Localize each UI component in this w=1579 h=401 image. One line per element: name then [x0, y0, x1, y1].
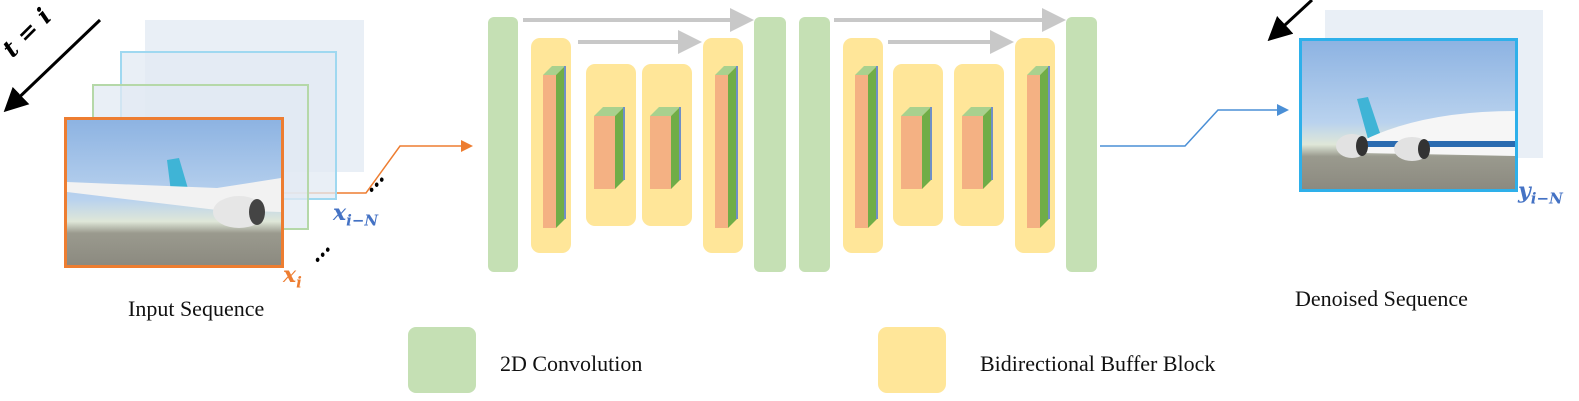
output-time-arrow — [1267, 0, 1314, 42]
legend-bbb-swatch — [878, 327, 946, 393]
buffer-block-7 — [954, 64, 1004, 226]
feature-cuboid — [715, 66, 738, 228]
feature-cuboid — [1027, 66, 1050, 228]
buffer-block-4 — [703, 38, 743, 253]
output-frame-current — [1299, 38, 1518, 192]
subscript: i — [296, 273, 302, 292]
subscript: i−N — [1530, 189, 1563, 208]
buffer-block-1 — [531, 38, 571, 253]
conv-block-2 — [754, 17, 786, 272]
buffer-block-8 — [1015, 38, 1055, 253]
y-symbol: y — [1518, 178, 1531, 204]
feature-cuboid — [650, 107, 681, 189]
x-symbol: x — [283, 262, 297, 288]
output-arrow — [1100, 104, 1289, 147]
output-caption: Denoised Sequence — [1295, 286, 1468, 311]
label-x-i: xi — [283, 262, 302, 291]
buffer-block-3 — [642, 64, 692, 226]
feature-cuboid — [543, 66, 566, 228]
label-y-i-minus-n: yi−N — [1518, 178, 1563, 207]
conv-block-1 — [488, 17, 518, 272]
conv-block-3 — [799, 17, 830, 272]
airplane-image — [1336, 97, 1515, 161]
feature-cuboid — [594, 107, 625, 189]
input-caption: Input Sequence — [128, 296, 265, 321]
input-frame-current — [64, 117, 284, 268]
subscript: i−N — [346, 211, 379, 230]
buffer-block-6 — [893, 64, 943, 226]
legend-bbb-label: Bidirectional Buffer Block — [980, 351, 1216, 376]
feature-cuboid — [901, 107, 932, 189]
feature-cuboid — [855, 66, 878, 228]
time-arrow — [3, 18, 102, 113]
buffer-block-5 — [843, 38, 883, 253]
airplane-image — [67, 158, 281, 228]
x-symbol: x — [333, 200, 347, 226]
conv-block-4 — [1066, 17, 1097, 272]
legend-conv-swatch — [408, 327, 476, 393]
legend-conv-label: 2D Convolution — [500, 351, 643, 376]
label-x-i-minus-n: xi−N — [333, 200, 378, 229]
feature-cuboid — [962, 107, 993, 189]
buffer-block-2 — [586, 64, 636, 226]
